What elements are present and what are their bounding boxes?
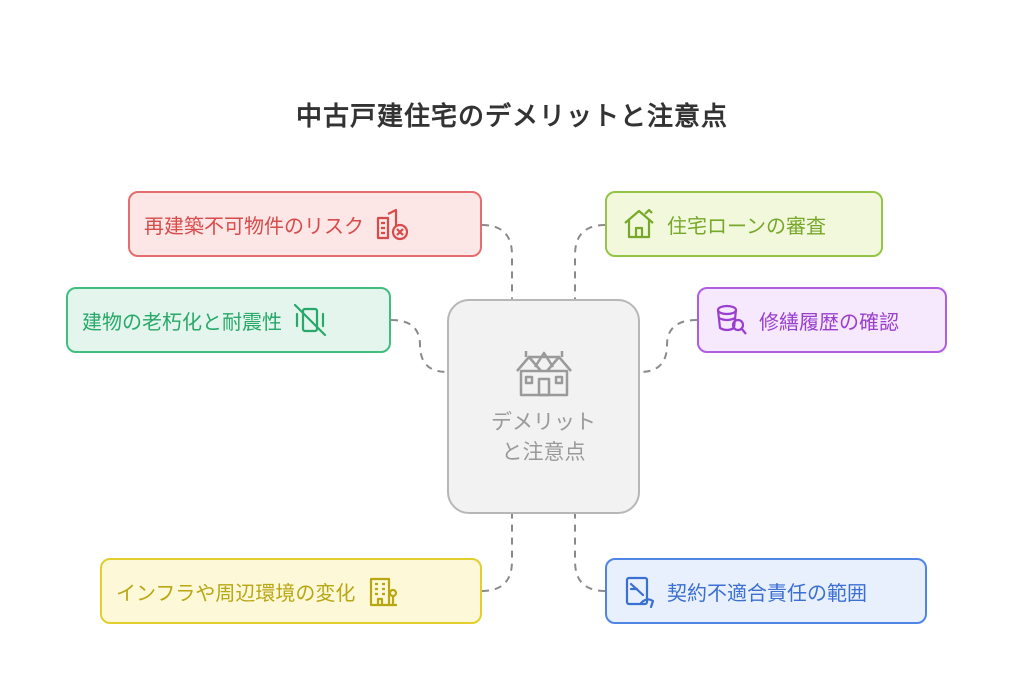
card-infra[interactable]: インフラや周辺環境の変化 — [100, 558, 482, 624]
center-label-line2: と注意点 — [501, 439, 586, 464]
card-liability-label: 契約不適合責任の範囲 — [667, 580, 867, 605]
card-rebuild[interactable]: 再建築不可物件のリスク — [128, 191, 482, 257]
page-title: 中古戸建住宅のデメリットと注意点 — [295, 102, 728, 132]
building-ban-icon — [376, 208, 409, 241]
card-aging[interactable]: 建物の老朽化と耐震性 — [66, 287, 391, 353]
card-rebuild-label: 再建築不可物件のリスク — [144, 213, 364, 238]
house-icon — [515, 350, 572, 396]
home-check-icon — [624, 208, 654, 239]
connector-infra — [481, 514, 513, 592]
connector-rebuild — [481, 224, 513, 299]
card-repair-label: 修繕履歴の確認 — [759, 309, 899, 334]
card-loan[interactable]: 住宅ローンの審査 — [605, 191, 883, 257]
card-loan-label: 住宅ローンの審査 — [667, 213, 826, 238]
connector-liability — [574, 514, 606, 592]
card-repair[interactable]: 修繕履歴の確認 — [697, 287, 947, 353]
shake-off-icon — [293, 303, 327, 337]
card-liability[interactable]: 契約不適合責任の範囲 — [605, 558, 927, 624]
connector-repair — [639, 319, 698, 373]
card-aging-label: 建物の老朽化と耐震性 — [82, 309, 282, 334]
city-building-icon — [370, 577, 398, 607]
card-infra-label: インフラや周辺環境の変化 — [116, 580, 356, 605]
connector-loan — [574, 224, 606, 299]
contract-icon — [625, 576, 655, 609]
connector-aging — [390, 319, 448, 373]
center-label-line1: デメリット — [491, 409, 596, 434]
center-node: デメリット と注意点 — [447, 299, 640, 514]
inspect-icon — [716, 304, 747, 335]
